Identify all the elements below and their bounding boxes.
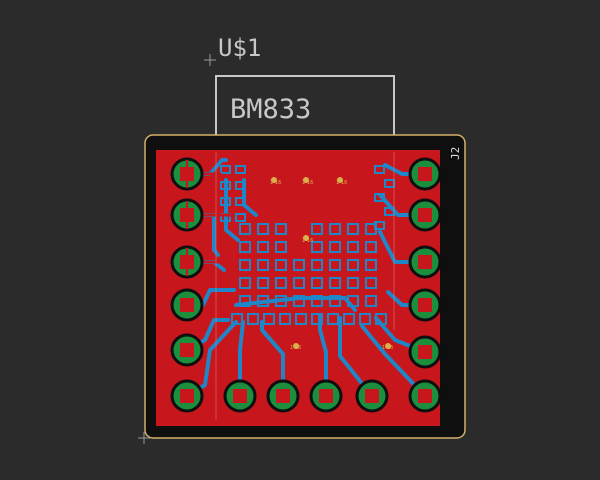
left-header-pads[interactable] (170, 157, 204, 413)
vias (271, 177, 391, 349)
header-pad (170, 379, 204, 413)
header-pad (355, 379, 389, 413)
header-pad (408, 245, 442, 279)
via-label: 1-16 (302, 180, 313, 186)
header-pad (309, 379, 343, 413)
header-pad (223, 379, 257, 413)
via-labels: 1-16 1-16 1-16 1-16 1-16 1-16 (270, 180, 393, 351)
connector-label: J2 (449, 147, 462, 160)
header-pad (408, 157, 442, 191)
header-pad (408, 379, 442, 413)
header-pad (408, 288, 442, 322)
part-name-label: U$1 (218, 34, 261, 62)
via-label: 1-16 (336, 180, 347, 186)
via-label: 1-16 (302, 238, 313, 244)
right-header-pads[interactable] (408, 157, 442, 413)
via-label: 1-16 (382, 345, 393, 351)
origin-crosshair-icon (138, 54, 216, 444)
header-pad (170, 333, 204, 367)
header-pad (266, 379, 300, 413)
header-pad (408, 335, 442, 369)
part-value-label: BM833 (230, 94, 311, 125)
header-pad (170, 288, 204, 322)
bottom-header-pads[interactable] (223, 379, 389, 413)
header-pad (408, 198, 442, 232)
module-keepout-lines (215, 152, 395, 420)
module-pad-grid (220, 165, 395, 325)
via-label: 1-16 (270, 180, 281, 186)
via-label: 1-16 (290, 345, 301, 351)
